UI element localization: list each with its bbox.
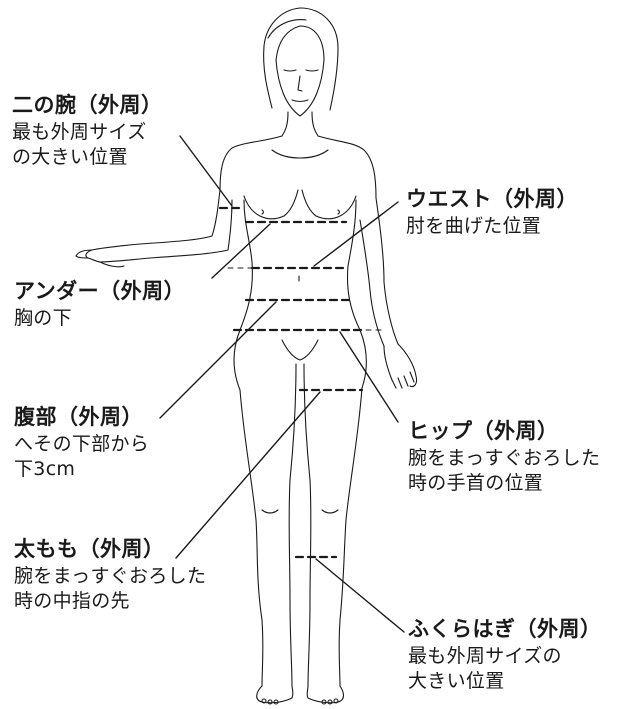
upper-arm-leader-line: [179, 135, 233, 207]
abdomen-desc-line-2: 下3cm: [14, 457, 76, 480]
abdomen-leader-line: [159, 301, 277, 419]
waist-label: ウエスト（外周） 肘を曲げた位置: [406, 186, 578, 239]
hip-desc-line-1: 腕をまっすぐおろした: [408, 446, 601, 469]
upper-arm-title: 二の腕（外周）: [12, 93, 163, 117]
right-arm-outline: [359, 197, 418, 389]
abdomen-title: 腹部（外周）: [14, 405, 143, 429]
calf-title: ふくらはぎ（外周）: [408, 617, 602, 641]
left-arm-outline: [75, 189, 233, 268]
upper-arm-label: 二の腕（外周） 最も外周サイズ の大きい位置: [12, 92, 163, 170]
waist-desc-line-1: 肘を曲げた位置: [406, 214, 542, 237]
measurement-lines-thin: [227, 267, 385, 331]
feet-outline: [256, 685, 345, 705]
waist-title: ウエスト（外周）: [406, 187, 578, 211]
abdomen-desc-line-1: へその下部から: [14, 432, 150, 455]
thigh-desc-line-1: 腕をまっすぐおろした: [14, 564, 207, 587]
under-bust-label: アンダー（外周） 胸の下: [14, 278, 185, 331]
thigh-title: 太もも（外周）: [14, 537, 165, 561]
legs-outline: [239, 363, 363, 687]
under-bust-desc-line-1: 胸の下: [14, 306, 72, 329]
hip-leader-line: [339, 331, 399, 423]
abdomen-label: 腹部（外周） へその下部から 下3cm: [14, 404, 149, 482]
upper-arm-desc-line-2: の大きい位置: [12, 145, 128, 168]
torso-outline: [219, 111, 377, 391]
thigh-label: 太もも（外周） 腕をまっすぐおろした 時の中指の先: [14, 536, 206, 614]
upper-arm-desc-line-1: 最も外周サイズ: [12, 120, 147, 143]
waist-leader-line: [313, 201, 399, 267]
calf-label: ふくらはぎ（外周） 最も外周サイズの 大きい位置: [408, 616, 602, 694]
calf-desc-line-2: 大きい位置: [408, 669, 505, 692]
hip-title: ヒップ（外周）: [408, 419, 559, 443]
leader-lines: [159, 135, 405, 633]
thigh-desc-line-2: 時の中指の先: [14, 589, 130, 612]
under-bust-leader-line: [211, 223, 271, 279]
thigh-leader-line: [175, 391, 321, 559]
measurement-lines: [218, 206, 368, 559]
hip-label: ヒップ（外周） 腕をまっすぐおろした 時の手首の位置: [408, 418, 600, 496]
head-outline: [263, 7, 339, 117]
calf-leader-line: [315, 558, 405, 633]
calf-desc-line-1: 最も外周サイズの: [408, 644, 562, 667]
hip-desc-line-2: 時の手首の位置: [408, 471, 544, 494]
under-bust-title: アンダー（外周）: [14, 279, 186, 303]
